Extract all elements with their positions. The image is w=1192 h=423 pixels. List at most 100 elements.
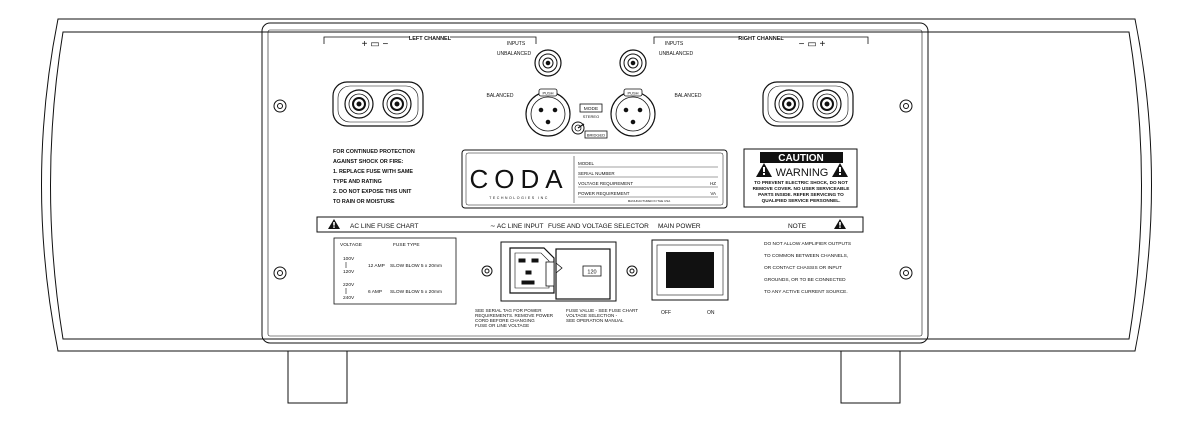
ac-caption-line: CORD BEFORE CHANGING <box>475 318 535 323</box>
left-channel-group: LEFT CHANNEL + ▭ − INPUTS UNBALANCED BAL… <box>323 36 537 99</box>
mode-label: MODE <box>584 106 598 112</box>
nameplate-serial-label: SERIAL NUMBER <box>578 171 615 176</box>
chassis <box>41 18 1152 352</box>
fuse-type: SLOW BLOW 5 x 20mm <box>390 263 442 269</box>
warning-triangle-icon <box>834 219 846 229</box>
protection-line: FOR CONTINUED PROTECTION <box>333 149 415 155</box>
nameplate-model-label: MODEL <box>578 161 595 166</box>
right-inputs-label: INPUTS <box>665 41 684 47</box>
right-speaker-terminals <box>762 81 854 127</box>
fuse-type: SLOW BLOW 5 x 20mm <box>390 289 442 295</box>
protection-line: AGAINST SHOCK OR FIRE: <box>333 159 404 165</box>
voltage-header: VOLTAGE <box>340 242 362 248</box>
protection-line: TO RAIN OR MOISTURE <box>333 199 395 205</box>
screw-icon <box>626 265 638 277</box>
brand-tagline: TECHNOLOGIES INC <box>489 196 549 200</box>
rocker-switch[interactable] <box>666 252 714 288</box>
right-unbalanced-label: UNBALANCED <box>659 51 694 57</box>
right-foot <box>840 350 901 404</box>
left-balanced-label: BALANCED <box>487 93 514 99</box>
left-unbalanced-label: UNBALANCED <box>497 51 532 57</box>
voltage-high: 240V <box>343 295 355 301</box>
right-speaker-polarity: − ▭ + <box>799 39 826 50</box>
brand-logo: CODA <box>469 164 568 194</box>
voltage-high: 120V <box>343 269 355 275</box>
screw-icon <box>481 265 493 277</box>
selector-title: FUSE AND VOLTAGE SELECTOR <box>548 223 649 230</box>
left-inputs-label: INPUTS <box>507 41 526 47</box>
fuse-amp: 12 AMP <box>368 263 385 269</box>
inlet-captions: SEE SERIAL TAG FOR POWER REQUIREMENTS. R… <box>475 308 638 328</box>
made-in-label: MANUFACTURED IN THE USA <box>628 199 671 203</box>
left-xlr-jack: PUSH <box>525 88 571 137</box>
fuse-type-header: FUSE TYPE <box>393 242 420 248</box>
ac-caption-line: SEE SERIAL TAG FOR POWER <box>475 308 542 313</box>
protection-line: TYPE AND RATING <box>333 179 382 185</box>
main-power-title: MAIN POWER <box>658 223 701 230</box>
ac-caption-line: REQUIREMENTS. REMOVE POWER <box>475 313 554 318</box>
caution-line: QUALIFIED SERVICE PERSONNEL. <box>762 198 841 203</box>
voltage-window: 120 <box>587 270 596 276</box>
nameplate-power-unit: VA <box>710 191 716 196</box>
mode-bridged-label: BRIDGED <box>587 133 605 138</box>
left-speaker-terminals <box>332 81 424 127</box>
right-push-label: PUSH <box>627 91 638 96</box>
main-power-switch[interactable]: OFF ON <box>651 239 729 316</box>
caution-line: REMOVE COVER. NO USER SERVICEABLE <box>753 186 850 191</box>
screw-icon <box>273 99 287 113</box>
power-inlet-module: 120 <box>500 241 617 302</box>
mode-switch[interactable]: MODE STEREO BRIDGED <box>571 103 608 139</box>
selector-caption-line: VOLTAGE SELECTION - <box>566 313 618 318</box>
toggle-switch-icon[interactable] <box>571 121 585 135</box>
nameplate-voltage-label: VOLTAGE REQUIREMENT <box>578 181 633 186</box>
voltage-low: 100V <box>343 256 355 262</box>
right-channel-label: RIGHT CHANNEL <box>738 36 784 42</box>
table-row: 100V 120V 12 AMP SLOW BLOW 5 x 20mm <box>343 256 442 275</box>
left-speaker-polarity: + ▭ − <box>362 39 389 50</box>
right-channel-group: RIGHT CHANNEL − ▭ + INPUTS UNBALANCED BA… <box>653 36 869 99</box>
nameplate-voltage-unit: HZ <box>710 181 716 186</box>
note-title: NOTE <box>788 223 807 230</box>
binding-post-icon <box>774 89 804 119</box>
right-balanced-label: BALANCED <box>675 93 702 99</box>
warning-triangle-icon <box>756 163 772 177</box>
note-line: OR CONTACT CHASSIS OR INPUT <box>764 265 842 271</box>
power-on-label: ON <box>707 310 715 316</box>
table-row: 220V 240V 6 AMP SLOW BLOW 5 x 20mm <box>343 282 442 301</box>
fuse-chart-title: AC LINE FUSE CHART <box>350 223 419 230</box>
left-push-label: PUSH <box>542 91 553 96</box>
left-foot <box>287 350 348 404</box>
protection-line: 2. DO NOT EXPOSE THIS UNIT <box>333 189 412 195</box>
binding-post-icon <box>382 89 412 119</box>
right-xlr-jack: PUSH <box>610 88 656 137</box>
rubber-feet <box>287 350 901 404</box>
warning-title: WARNING <box>776 167 829 179</box>
nameplate-power-label: POWER REQUIREMENT <box>578 191 630 196</box>
ac-line-input-title: ∼ AC LINE INPUT <box>490 223 544 230</box>
protection-line: 1. REPLACE FUSE WITH SAME <box>333 169 413 175</box>
protection-warning: FOR CONTINUED PROTECTION AGAINST SHOCK O… <box>333 149 415 205</box>
warning-triangle-icon <box>832 163 848 177</box>
caution-label: CAUTION WARNING TO PREVENT ELECTRIC SHOC… <box>743 148 858 208</box>
side-screws <box>273 99 913 280</box>
screw-icon <box>273 266 287 280</box>
caution-line: PARTS INSIDE. REFER SERVICING TO <box>758 192 844 197</box>
fuse-voltage-selector[interactable]: 120 <box>545 248 611 300</box>
power-off-label: OFF <box>661 310 671 316</box>
fuse-chart-strip: AC LINE FUSE CHART ∼ AC LINE INPUT FUSE … <box>316 216 864 233</box>
binding-post-icon <box>812 89 842 119</box>
mode-stereo-label: STEREO <box>583 114 599 119</box>
nameplate: CODA TECHNOLOGIES INC MODEL SERIAL NUMBE… <box>461 149 728 209</box>
note-line: TO ANY ACTIVE CURRENT SOURCE. <box>764 289 848 295</box>
screw-icon <box>899 99 913 113</box>
caution-title: CAUTION <box>778 153 824 164</box>
note-text: DO NOT ALLOW AMPLIFIER OUTPUTS TO COMMON… <box>764 241 851 295</box>
warning-triangle-icon <box>328 219 340 229</box>
selector-caption-line: SEE OPERATION MANUAL <box>566 318 624 323</box>
screw-icon <box>899 266 913 280</box>
ac-caption-line: FUSE OR LINE VOLTAGE <box>475 323 529 328</box>
voltage-low: 220V <box>343 282 355 288</box>
left-rca-jack <box>534 49 562 77</box>
